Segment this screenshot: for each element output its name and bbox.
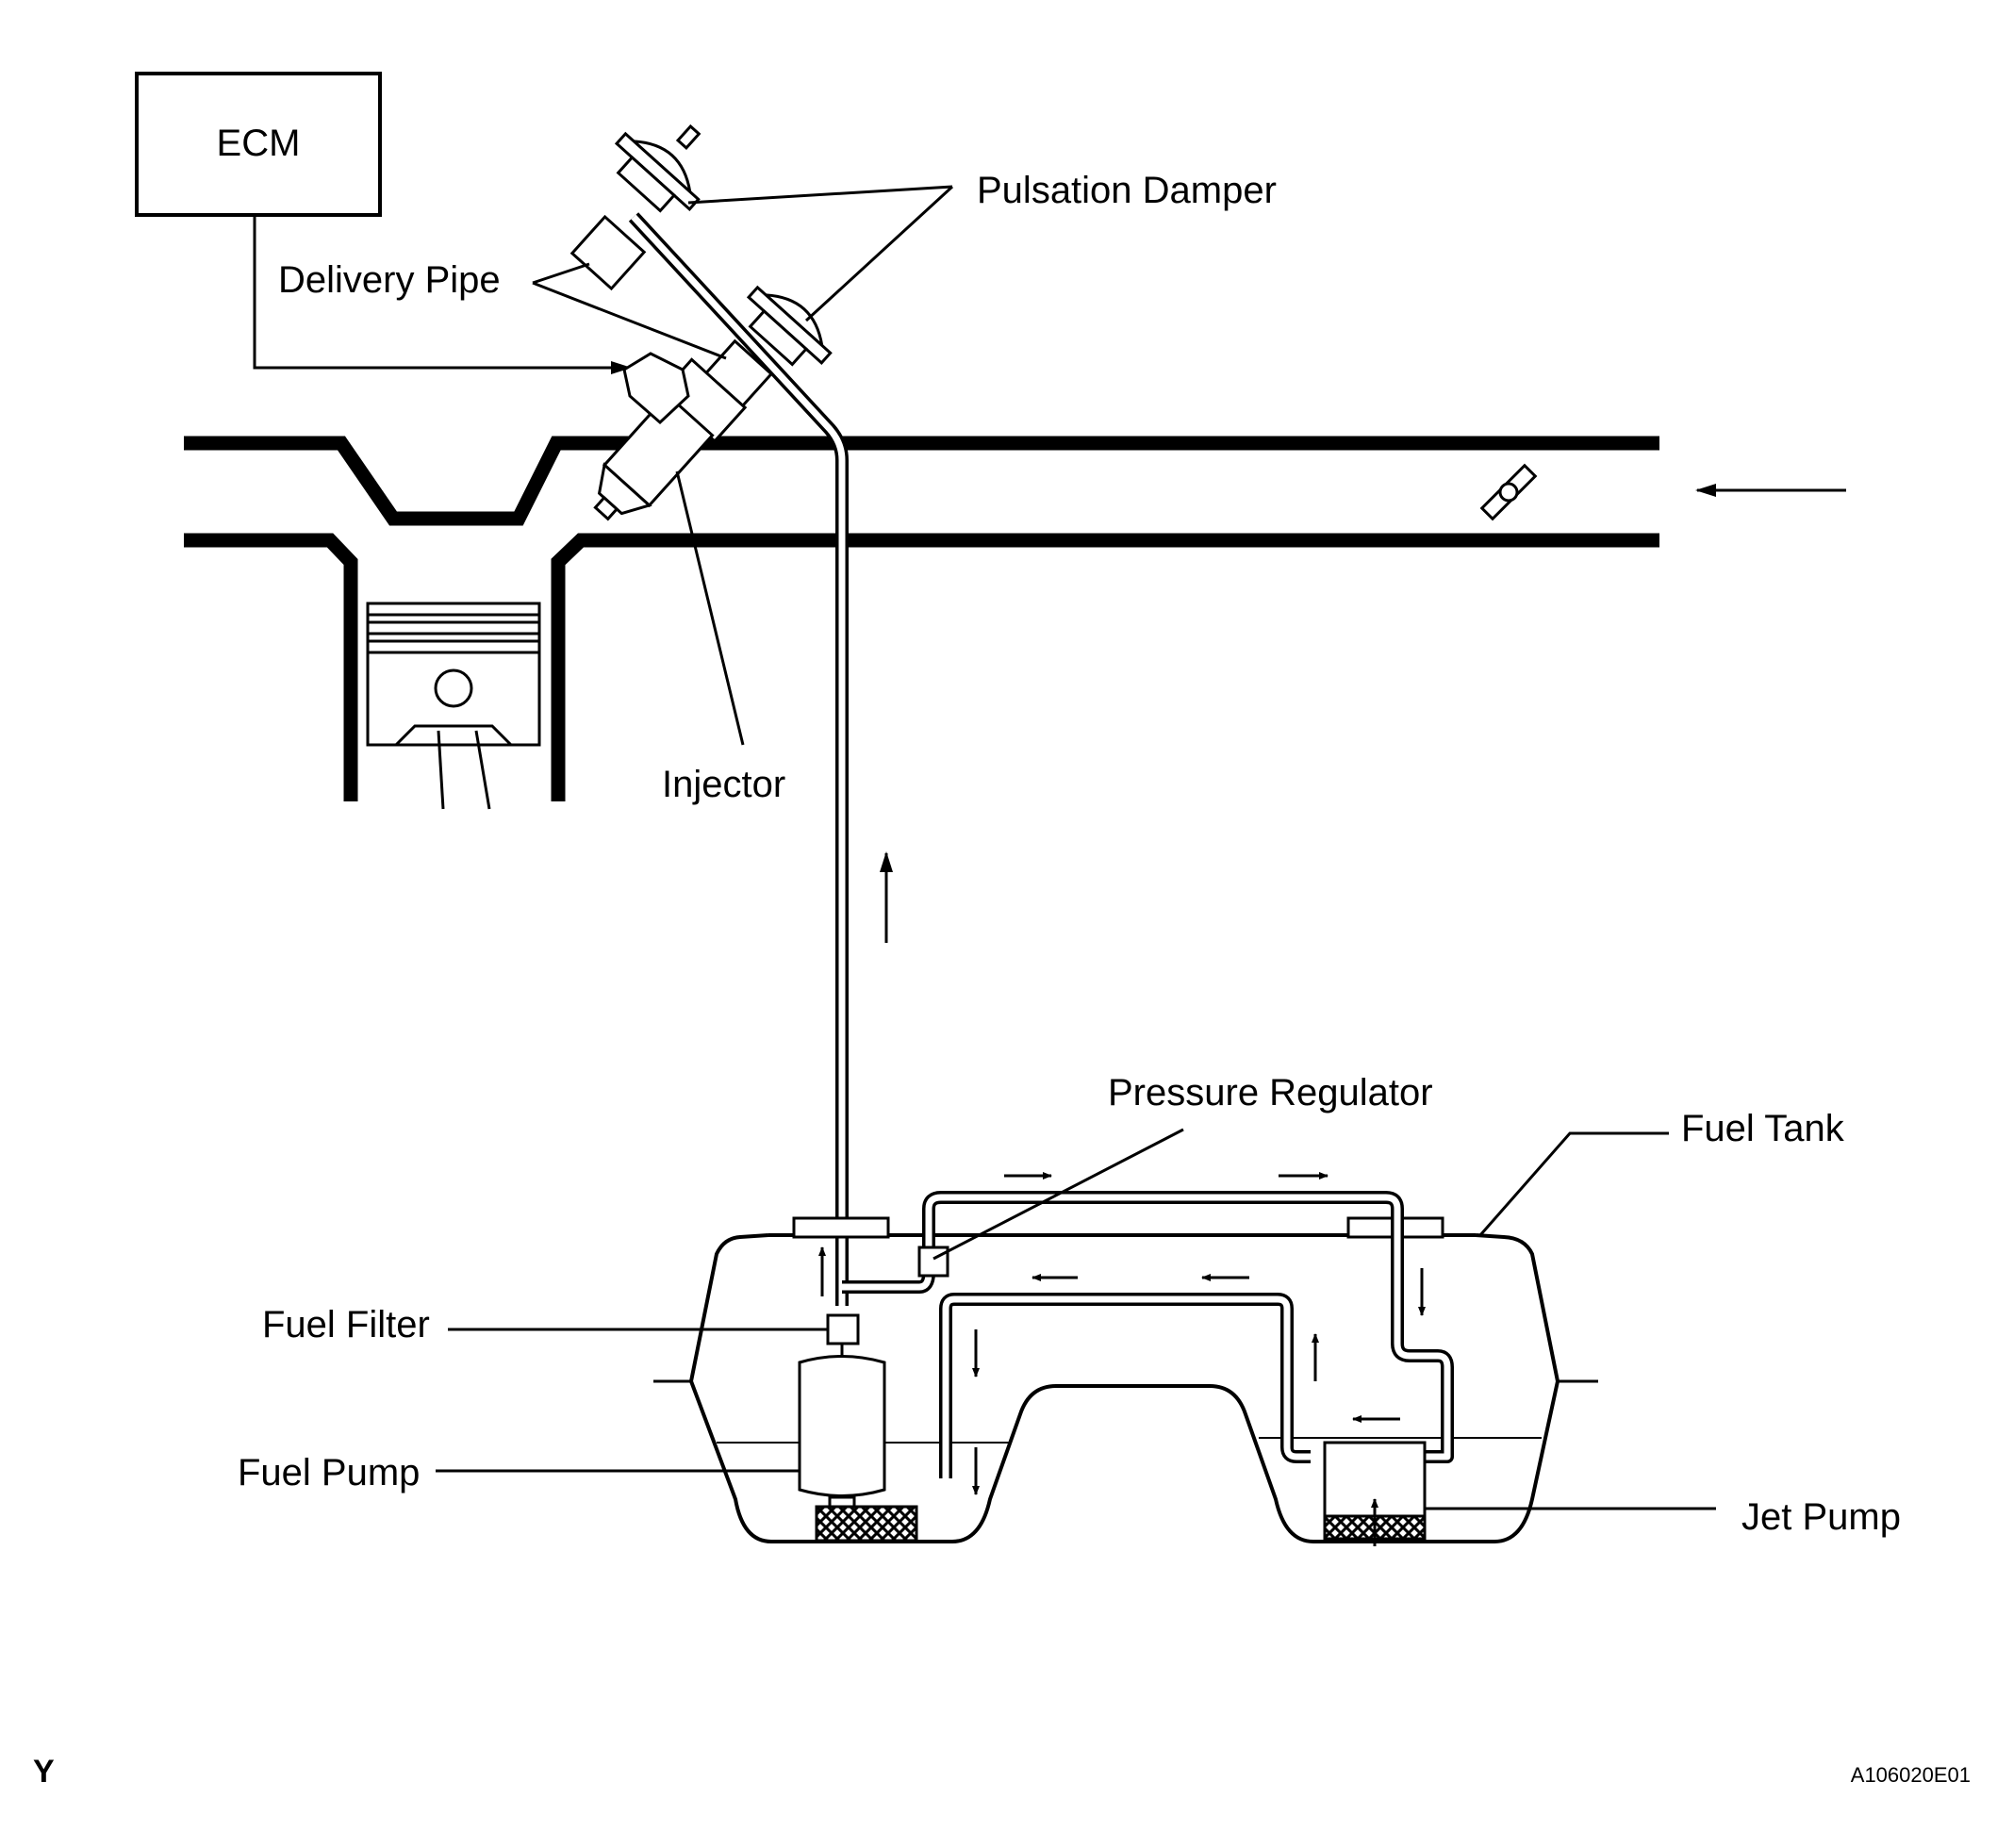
leader-lines xyxy=(436,185,1716,1510)
fuel-filter-label: Fuel Filter xyxy=(262,1304,430,1345)
fuel-pump xyxy=(798,1344,918,1543)
pressure-regulator xyxy=(917,1246,949,1278)
fuel-filter xyxy=(826,1313,860,1345)
delivery-pipe-connector-upper xyxy=(569,214,647,291)
transfer-line xyxy=(939,1293,1311,1478)
injector-label: Injector xyxy=(662,764,785,805)
pulsation-damper-lower xyxy=(746,285,833,367)
corner-code: Y xyxy=(33,1754,55,1790)
intake-manifold xyxy=(184,436,1659,801)
ecm-signal-wire xyxy=(253,217,632,374)
piston xyxy=(366,602,541,810)
fuel-tank xyxy=(653,1216,1598,1543)
ecm-label: ECM xyxy=(217,123,301,164)
fuel-tank-label: Fuel Tank xyxy=(1681,1108,1845,1149)
pulsation-damper-label: Pulsation Damper xyxy=(977,170,1277,211)
pulsation-damper-upper xyxy=(614,124,701,213)
throttle-valve xyxy=(1479,463,1538,521)
injector xyxy=(593,357,748,521)
delivery-pipe xyxy=(628,212,849,1306)
tank-flow-arrows xyxy=(818,1172,1426,1495)
ecm-box: ECM xyxy=(135,72,382,217)
injector-connector xyxy=(622,352,690,425)
jet-pump-label: Jet Pump xyxy=(1741,1496,1901,1538)
fuel-pump-label: Fuel Pump xyxy=(238,1452,420,1493)
pressure-regulator-label: Pressure Regulator xyxy=(1108,1072,1433,1114)
figure-id: A106020E01 xyxy=(1851,1763,1971,1787)
jet-pump xyxy=(1323,1441,1427,1546)
delivery-pipe-label: Delivery Pipe xyxy=(278,259,501,301)
